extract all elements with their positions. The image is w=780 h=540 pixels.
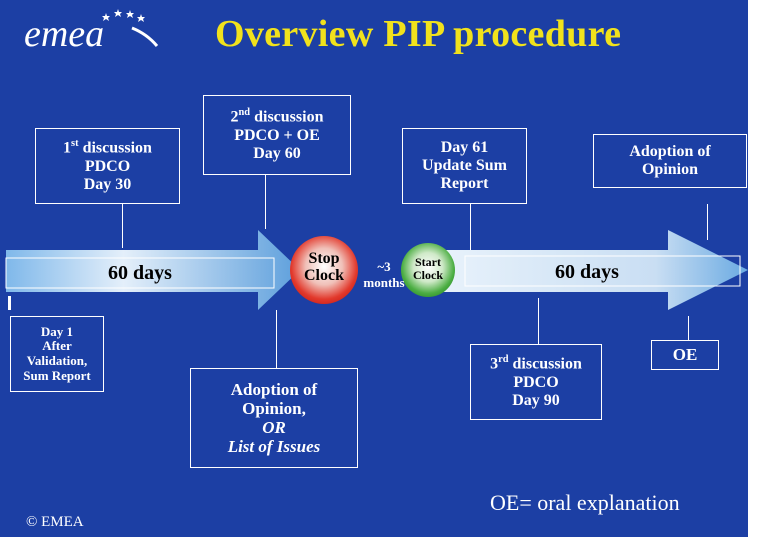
day-1-box: Day 1 After Validation, Sum Report [10, 316, 104, 392]
day-61-box: Day 61 Update Sum Report [402, 128, 527, 204]
right-duration-label: 60 days [555, 261, 619, 283]
stop-clock-label: Stop Clock [304, 250, 344, 284]
start-tick [8, 296, 11, 310]
first-discussion-box: 1st discussion PDCO Day 30 [35, 128, 180, 204]
start-clock-label: Start Clock [413, 255, 443, 282]
adoption-or-issues-box: Adoption of Opinion, OR List of Issues [190, 368, 358, 468]
gap-duration-label: ~3 months [363, 259, 405, 290]
copyright-text: © EMEA [26, 514, 84, 530]
adoption-opinion-top-box: Adoption of Opinion [593, 134, 747, 188]
second-discussion-box: 2nd discussion PDCO + OE Day 60 [203, 95, 351, 175]
connector-adoption-bottom [276, 310, 277, 368]
connector-day61 [470, 204, 471, 250]
legend-text: OE= oral explanation [490, 490, 680, 515]
connector-second [265, 175, 266, 229]
connector-first [122, 204, 123, 248]
emea-logo: emea [24, 9, 159, 55]
connector-adoption-top [707, 204, 708, 240]
third-discussion-box: 3rd discussion PDCO Day 90 [470, 344, 602, 420]
page-title: Overview PIP procedure [215, 13, 622, 55]
connector-oe [688, 316, 689, 340]
left-duration-label: 60 days [108, 262, 172, 284]
connector-third [538, 298, 539, 344]
oe-box: OE [651, 340, 719, 370]
svg-text:emea: emea [24, 13, 104, 55]
